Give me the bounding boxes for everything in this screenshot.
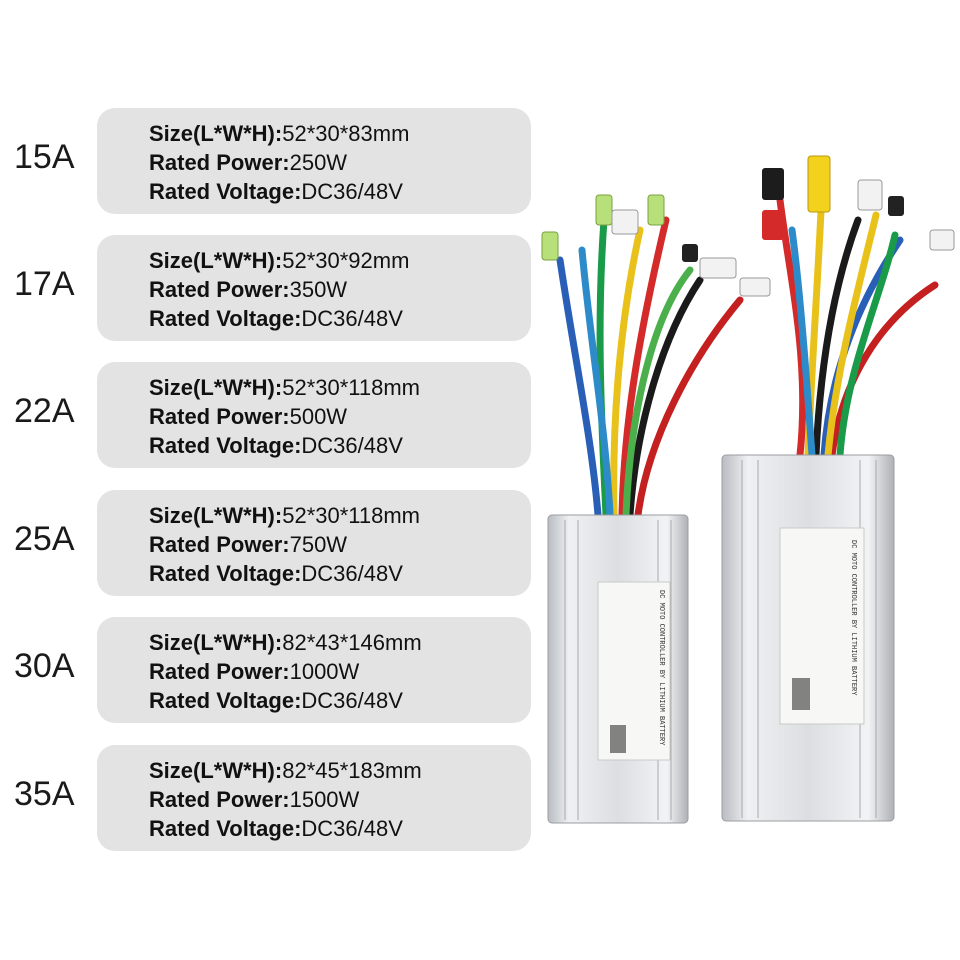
current-rating: 17A [14,265,75,303]
controller-right-label-text: DC MOTO CONTROLLER BY LITHIUM BATTERY [849,540,857,696]
spec-card: Size(L*W*H):82*43*146mm Rated Power:1000… [97,617,531,723]
voltage-line: Rated Voltage:DC36/48V [149,688,403,713]
spec-row-15a: 15A Size(L*W*H):52*30*83mm Rated Power:2… [0,108,540,216]
size-line: Size(L*W*H):52*30*83mm [149,121,410,146]
controller-right: DC MOTO CONTROLLER BY LITHIUM BATTERY [721,454,895,822]
voltage-line: Rated Voltage:DC36/48V [149,561,403,586]
current-rating: 22A [14,392,75,430]
power-line: Rated Power:250W [149,150,348,175]
spec-card: Size(L*W*H):52*30*83mm Rated Power:250W … [97,108,531,214]
size-line: Size(L*W*H):52*30*92mm [149,248,410,273]
spec-row-35a: 35A Size(L*W*H):82*45*183mm Rated Power:… [0,745,540,853]
connector-plugs-right [762,155,955,251]
current-rating: 35A [14,775,75,813]
connector-plugs-left [541,194,771,297]
controller-left-label-text: DC MOTO CONTROLLER BY LITHIUM BATTERY [657,590,665,746]
wire-bundle-left [556,216,744,519]
spec-card: Size(L*W*H):82*45*183mm Rated Power:1500… [97,745,531,851]
voltage-line: Rated Voltage:DC36/48V [149,306,403,331]
voltage-line: Rated Voltage:DC36/48V [149,179,403,204]
size-line: Size(L*W*H):82*43*146mm [149,630,422,655]
power-line: Rated Power:350W [149,277,348,302]
size-line: Size(L*W*H):52*30*118mm [149,375,421,400]
spec-card: Size(L*W*H):52*30*118mm Rated Power:500W… [97,362,531,468]
power-line: Rated Power:500W [149,404,348,429]
spec-row-25a: 25A Size(L*W*H):52*30*118mm Rated Power:… [0,490,540,598]
size-line: Size(L*W*H):52*30*118mm [149,503,421,528]
spec-card: Size(L*W*H):52*30*92mm Rated Power:350W … [97,235,531,341]
size-line: Size(L*W*H):82*45*183mm [149,758,422,783]
current-rating: 30A [14,647,75,685]
controller-left: DC MOTO CONTROLLER BY LITHIUM BATTERY [547,514,689,824]
controller-photo: DC MOTO CONTROLLER BY LITHIUM BATTERY DC… [541,155,955,824]
current-rating: 15A [14,138,75,176]
spec-card: Size(L*W*H):52*30*118mm Rated Power:750W… [97,490,531,596]
spec-row-30a: 30A Size(L*W*H):82*43*146mm Rated Power:… [0,617,540,725]
spec-row-22a: 22A Size(L*W*H):52*30*118mm Rated Power:… [0,362,540,470]
voltage-line: Rated Voltage:DC36/48V [149,816,403,841]
wire-bundle-right [776,186,939,459]
power-line: Rated Power:1000W [149,659,360,684]
spec-row-17a: 17A Size(L*W*H):52*30*92mm Rated Power:3… [0,235,540,343]
power-line: Rated Power:750W [149,532,348,557]
spec-list: 15A Size(L*W*H):52*30*83mm Rated Power:2… [0,108,540,853]
current-rating: 25A [14,520,75,558]
power-line: Rated Power:1500W [149,787,360,812]
voltage-line: Rated Voltage:DC36/48V [149,433,403,458]
